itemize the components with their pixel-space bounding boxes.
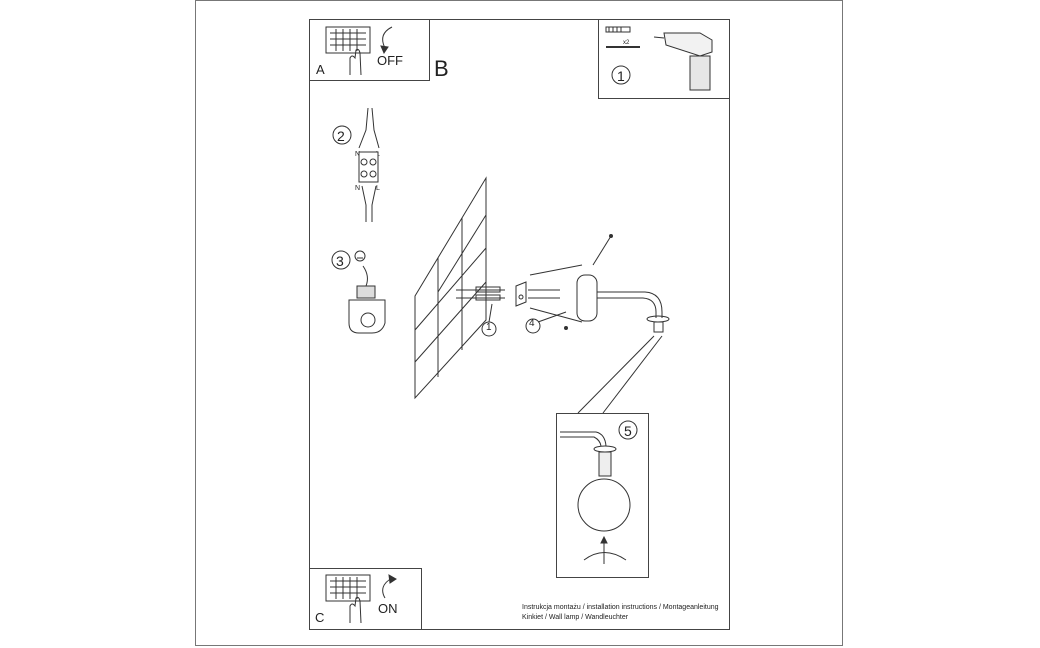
- panel-c-letter: C: [315, 610, 325, 625]
- ground-connector-icon: [348, 250, 386, 334]
- terminal-l-bottom: L: [376, 185, 380, 192]
- arrow-head-icon: [388, 574, 397, 584]
- panel-b-letter: B: [434, 56, 449, 81]
- panel-a-letter: A: [316, 62, 325, 77]
- page-frame: [195, 0, 843, 646]
- lamp-canopy-icon: [529, 234, 613, 330]
- step-5-circle: [618, 420, 638, 440]
- arrow-head-icon: [380, 45, 389, 55]
- step-3-number: 3: [336, 253, 344, 269]
- fuse-box-icon: [325, 574, 371, 602]
- step-1-circle: [611, 65, 631, 85]
- drill-icon: [653, 32, 713, 91]
- anchor-screw-icon: [456, 286, 505, 301]
- step-1-number-tools: 1: [617, 68, 625, 84]
- terminal-n-top: N: [355, 151, 361, 158]
- panel-a-state: OFF: [377, 53, 403, 68]
- step-4-circle: [525, 318, 541, 334]
- switch-off-arrow-icon: [382, 26, 393, 49]
- step-3-circle: [331, 250, 351, 270]
- mounting-bracket-icon: [515, 281, 560, 307]
- panel-c-state: ON: [378, 601, 398, 616]
- step-5-number: 5: [624, 423, 632, 439]
- lamp-arm-icon: [597, 291, 670, 333]
- step-1-number-anchor: 1: [486, 322, 492, 333]
- hand-icon: [349, 596, 362, 624]
- step-2-number: 2: [337, 128, 345, 144]
- step-1-circle-anchor: [481, 321, 497, 337]
- wall-icon: [414, 176, 487, 400]
- fuse-box-icon: [325, 26, 371, 54]
- step-4-number: 4: [529, 318, 535, 329]
- wall-plug-icon: [605, 26, 631, 33]
- terminal-n-bottom: N: [355, 185, 361, 192]
- instruction-sheet: [309, 19, 730, 630]
- caption-line-2: Kinkiet / Wall lamp / Wandleuchter: [522, 614, 629, 621]
- terminal-block-icon: [358, 107, 380, 222]
- caption-line-1: Instrukcja montażu / installation instru…: [522, 604, 719, 611]
- hand-icon: [349, 48, 362, 76]
- step-2-circle: [332, 125, 352, 145]
- tools-quantity: x2: [623, 40, 630, 46]
- bulb-icon: [560, 431, 631, 564]
